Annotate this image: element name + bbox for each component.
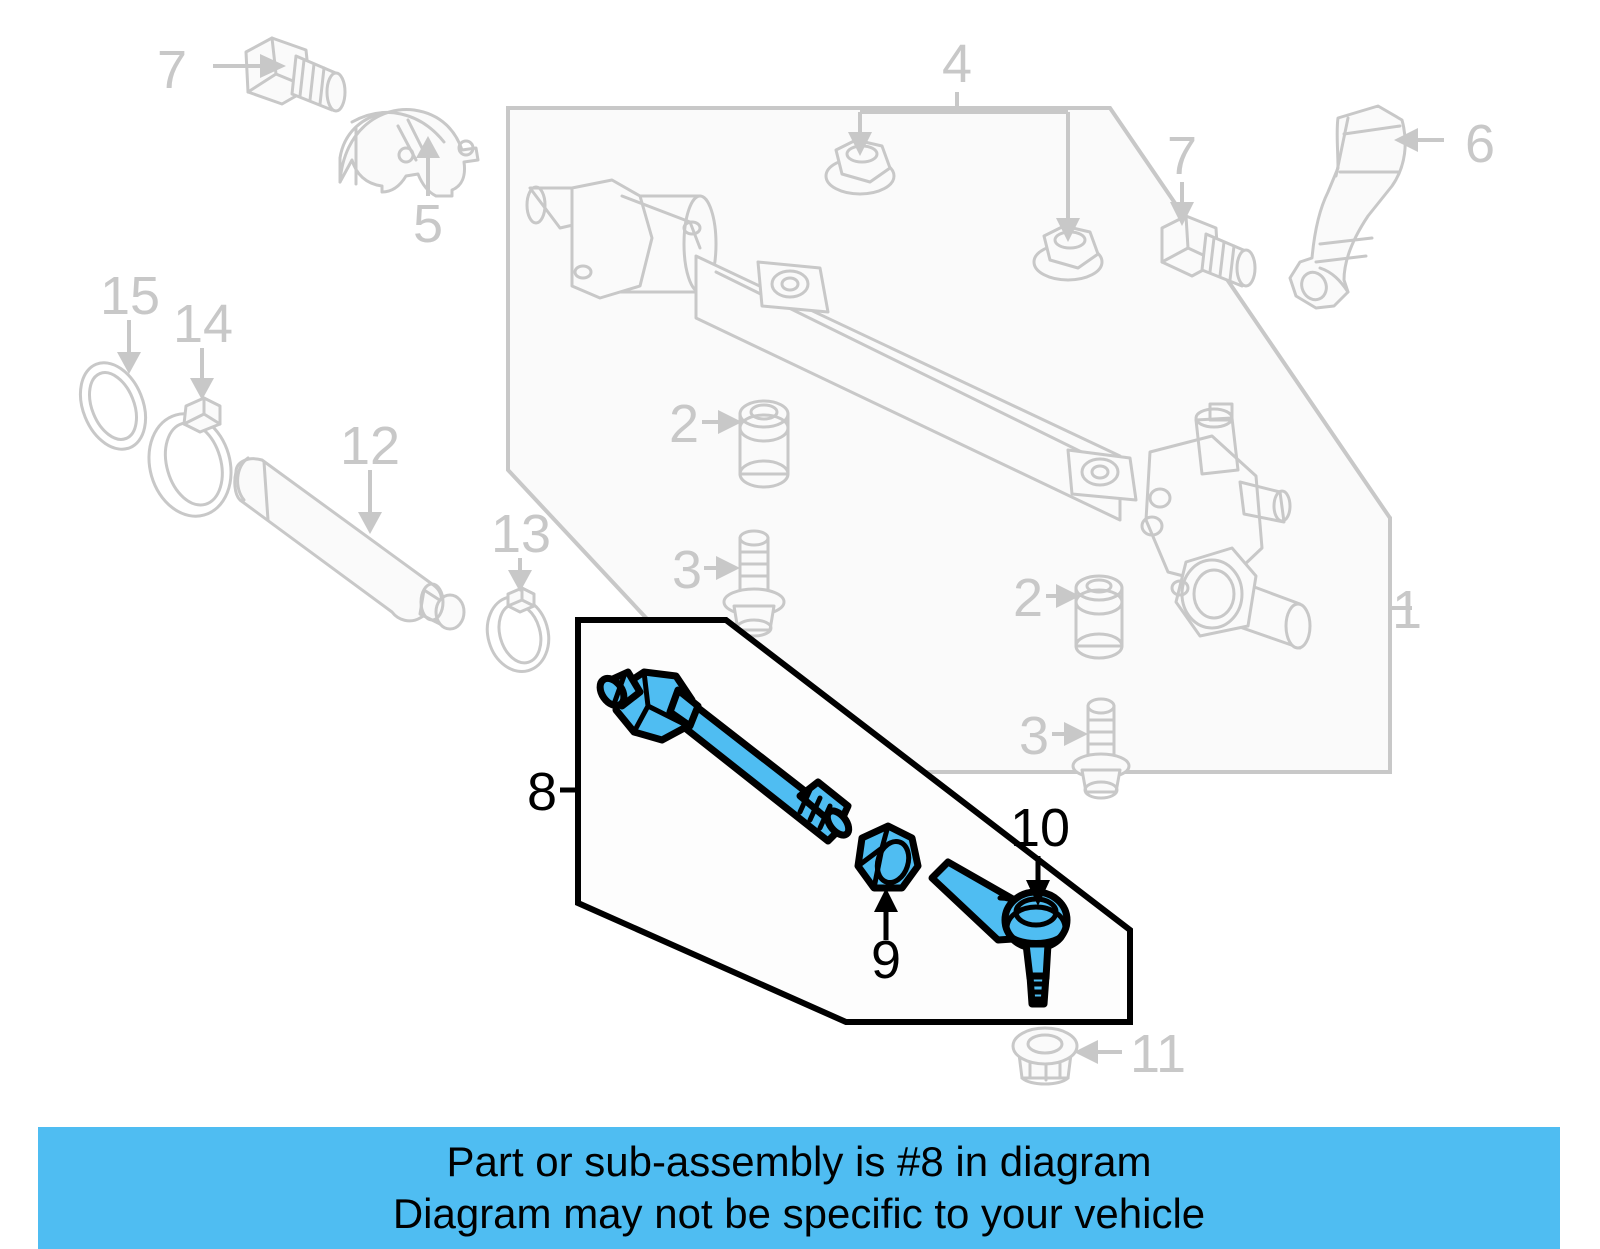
callout-label-8: 8 <box>527 762 557 822</box>
callout-label-14: 14 <box>173 294 233 354</box>
ghost-part-rack-boot <box>233 456 466 631</box>
callout-label-3-lower: 3 <box>1019 706 1049 766</box>
callout-label-5: 5 <box>413 194 443 254</box>
ghost-part-flange-nut-b <box>1032 224 1104 282</box>
callout-label-11: 11 <box>1130 1024 1186 1084</box>
ghost-part-bushing-lower <box>1074 574 1124 660</box>
callout-label-4: 4 <box>942 34 972 94</box>
ghost-part-flange-bolt-lower <box>1071 697 1131 800</box>
callout-label-7-right: 7 <box>1167 126 1197 186</box>
callout-label-9: 9 <box>871 930 901 990</box>
leader-part-11 <box>1074 1040 1122 1064</box>
leader-part-13 <box>508 558 532 592</box>
leader-part-2-lower <box>1046 584 1080 608</box>
leader-part-6 <box>1394 128 1444 152</box>
ghost-part-bushing-upper <box>738 399 790 489</box>
ghost-part-heat-shield <box>338 108 480 198</box>
callout-label-13: 13 <box>491 504 551 564</box>
callout-label-15: 15 <box>100 266 160 326</box>
callout-label-2-upper: 2 <box>669 394 699 454</box>
leader-part-7-left <box>213 54 286 78</box>
ghost-part-hex-bolt-right <box>1160 214 1257 288</box>
banner-line-1: Part or sub-assembly is #8 in diagram <box>446 1138 1152 1185</box>
leader-part-7-right <box>1170 182 1194 226</box>
leader-part-15 <box>117 320 141 374</box>
callout-label-2-lower: 2 <box>1013 568 1043 628</box>
leader-part-9 <box>874 888 898 940</box>
leader-part-5 <box>416 136 440 196</box>
callout-label-1: 1 <box>1392 580 1422 640</box>
ghost-part-flange-bolt-upper <box>722 529 786 638</box>
ghost-part-boot-clamp-small <box>485 586 551 673</box>
steering-rack-body <box>525 178 1312 650</box>
leader-part-3-lower <box>1052 722 1088 746</box>
callout-label-10: 10 <box>1010 798 1070 858</box>
callout-label-12: 12 <box>340 416 400 476</box>
leader-part-14 <box>190 348 214 400</box>
leader-part-3-upper <box>704 556 740 580</box>
leader-part-2-upper <box>702 410 742 434</box>
ghost-part-boot-clamp-large <box>147 396 233 518</box>
leader-part-12 <box>358 470 382 534</box>
part-outer-tie-rod-end <box>928 858 1071 1008</box>
callout-label-3-upper: 3 <box>672 540 702 600</box>
leader-part-10 <box>1026 856 1050 906</box>
part-inner-tie-rod <box>596 668 853 845</box>
ghost-part-flange-nut-a <box>824 138 896 196</box>
callout-label-6: 6 <box>1465 114 1495 174</box>
ghost-part-o-ring <box>78 361 148 451</box>
ghost-part-hex-bolt-left <box>244 36 347 113</box>
callout-label-7-left: 7 <box>157 40 187 100</box>
ghost-part-castle-nut <box>1011 1026 1079 1086</box>
ghost-part-intermediate-shaft <box>1288 104 1407 310</box>
banner-line-2: Diagram may not be specific to your vehi… <box>392 1190 1206 1237</box>
info-banner: Part or sub-assembly is #8 in diagram Di… <box>38 1127 1560 1249</box>
part-jam-nut <box>854 822 922 892</box>
leader-part-4-bracket <box>848 92 1080 242</box>
